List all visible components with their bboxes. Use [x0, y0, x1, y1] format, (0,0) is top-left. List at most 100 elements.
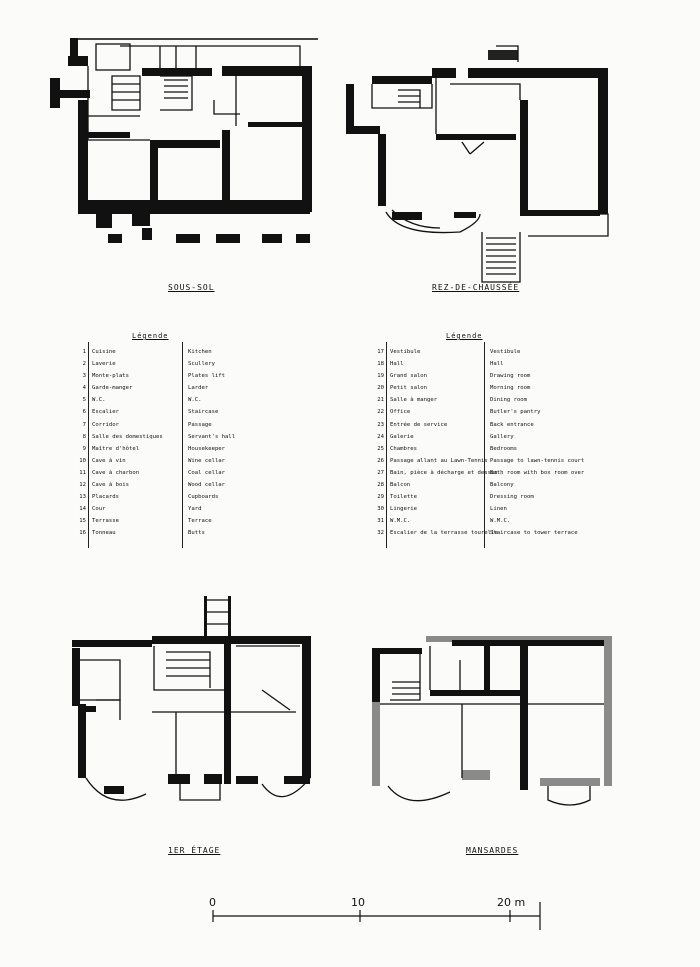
legend-english: Staircase [188, 409, 219, 416]
legend-french: Entrée de service [390, 421, 448, 428]
legend-french: Salle des domestiques [92, 433, 163, 440]
legend-french: Laverie [92, 361, 116, 368]
legend-french: Hall [390, 361, 404, 368]
legend-number: 8 [82, 433, 86, 440]
legend-french: Monte-plats [92, 373, 130, 380]
legend-row: 12 Cave à bois Wood cellar [72, 479, 262, 491]
legend-english: Yard [188, 506, 202, 513]
legend-number: 6 [82, 409, 86, 416]
legend-french: Escalier [92, 409, 119, 416]
legend-french: Cuisine [92, 349, 116, 355]
legend-french: Grand salon [390, 373, 428, 380]
legend-english: Bath room with box room over [490, 469, 585, 476]
legend-number: 4 [82, 385, 86, 392]
legend-number: 21 [377, 397, 384, 404]
legend-english: W.C. [188, 397, 202, 404]
legend-english: Housekeeper [188, 445, 226, 452]
legend-english: Vestibule [490, 349, 521, 355]
legend-number: 13 [79, 494, 86, 501]
plan-mansardes [372, 636, 612, 790]
legend-french: W.C. [92, 397, 106, 404]
scale-label-20: 20 m [497, 896, 526, 909]
legend-english: Staircase to tower terrace [490, 530, 578, 537]
legend-number: 9 [82, 445, 86, 452]
legend-english: Dressing room [490, 494, 534, 501]
legend-number: 24 [377, 433, 384, 440]
legend-number: 19 [377, 373, 384, 380]
legend-english: Hall [490, 361, 504, 368]
legend-row: 13 Placards Cupboards [72, 491, 262, 503]
legend-french: Passage allant au Lawn-Tennis [390, 457, 488, 464]
legend-french: Salle à manger [390, 397, 438, 404]
legend-english: Gallery [490, 433, 514, 440]
legend-english: Scullery [188, 361, 215, 368]
legend-number: 27 [377, 469, 384, 476]
legend-french: Cave à bois [92, 482, 130, 489]
legend-french: Balcon [390, 482, 411, 489]
legend-number: 10 [79, 457, 86, 464]
legend-english: Wood cellar [188, 482, 226, 489]
legend-row: 18 Hall Hall [370, 358, 600, 370]
legend-french: Lingerie [390, 506, 417, 513]
caption-mansardes: Mansardes [466, 846, 519, 855]
legend-french: Placards [92, 494, 119, 501]
legend-french: Vestibule [390, 349, 421, 355]
legend-french: Office [390, 409, 411, 416]
legend-english: Servant's hall [188, 433, 236, 440]
legend-row: 31 W.M.C. W.M.C. [370, 515, 600, 527]
legend-english: W.M.C. [490, 518, 511, 525]
legend-french: W.M.C. [390, 518, 411, 525]
legend-row: 11 Cave à charbon Coal cellar [72, 467, 262, 479]
legend-english: Morning room [490, 385, 531, 392]
legend-number: 26 [377, 457, 384, 464]
legend-english: Coal cellar [188, 469, 226, 476]
legend-row: 6 Escalier Staircase [72, 406, 262, 418]
legend-number: 22 [377, 409, 384, 416]
legend-french: Toilette [390, 494, 417, 501]
scale-label-10: 10 [351, 896, 365, 909]
legend-row: 21 Salle à manger Dining room [370, 394, 600, 406]
legend-english: Butler's pantry [490, 409, 541, 416]
legend-number: 12 [79, 482, 86, 489]
legend-row: 24 Galerie Gallery [370, 431, 600, 443]
legend-english: Cupboards [188, 494, 219, 501]
legend-row: 30 Lingerie Linen [370, 503, 600, 515]
legend-number: 11 [79, 469, 86, 476]
legend-english: Dining room [490, 397, 528, 404]
legend-french: Tonneau [92, 530, 116, 537]
legend-number: 25 [377, 445, 384, 452]
legend-number: 31 [377, 518, 384, 525]
legend-number: 30 [377, 506, 384, 513]
legend-number: 14 [79, 506, 86, 513]
legend-french: Petit salon [390, 385, 428, 392]
legend-number: 15 [79, 518, 86, 525]
legend-french: Cour [92, 506, 106, 513]
legend-english: Linen [490, 506, 507, 513]
legend-french: Cave à vin [92, 457, 126, 464]
legend-row: 8 Salle des domestiques Servant's hall [72, 431, 262, 443]
legend-french: Cave à charbon [92, 469, 140, 476]
legend-number: 18 [377, 361, 384, 368]
legend-french: Galerie [390, 433, 414, 440]
plan-sous-sol [50, 38, 318, 243]
legend-english: Terrace [188, 518, 212, 525]
legend-english: Plates lift [188, 373, 226, 380]
legend-french: Chambres [390, 445, 417, 452]
legend-number: 20 [377, 385, 384, 392]
